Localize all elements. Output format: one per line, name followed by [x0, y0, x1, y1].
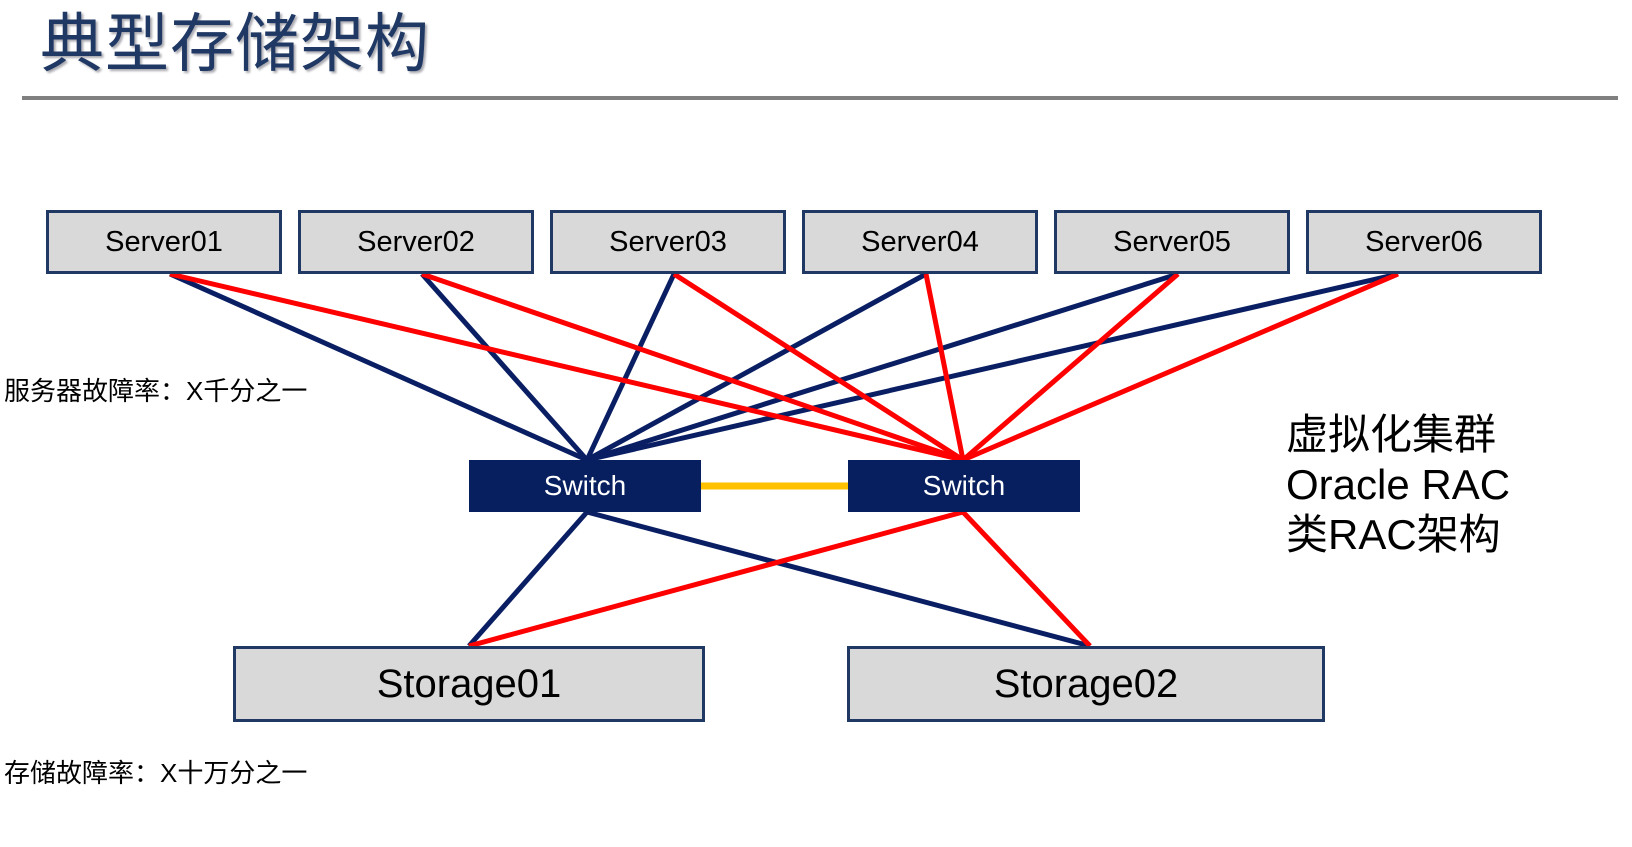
cluster-note-line-3: 类RAC架构 [1286, 511, 1501, 558]
server-node-02[interactable]: Server02 [298, 210, 534, 274]
link-server-to-switch-left [586, 271, 1179, 463]
link-server-to-switch-right [961, 272, 1180, 462]
link-switch-right-to-storage [961, 510, 1092, 648]
title-divider [22, 96, 1618, 100]
server-node-label: Server04 [861, 225, 979, 258]
link-server-to-switch-right [962, 271, 1399, 463]
link-server-to-switch-right [169, 271, 964, 463]
server-node-label: Server01 [105, 225, 223, 258]
link-server-to-switch-left [584, 272, 677, 462]
server-failure-rate-note: 服务器故障率：X千分之一 [4, 376, 308, 406]
server-node-label: Server06 [1365, 225, 1483, 258]
link-server-to-switch-left [586, 271, 1399, 463]
storage-node-01[interactable]: Storage01 [233, 646, 705, 722]
server-node-label: Server02 [357, 225, 475, 258]
link-server-to-switch-left [168, 271, 589, 463]
link-server-to-switch-left [585, 271, 928, 463]
cluster-note-line-1: 虚拟化集群 [1286, 411, 1497, 458]
link-server-to-switch-right [923, 273, 966, 461]
server-node-05[interactable]: Server05 [1054, 210, 1290, 274]
switch-node-label: Switch [543, 470, 627, 501]
link-server-to-switch-right [672, 271, 965, 463]
link-server-to-switch-left [420, 272, 589, 462]
link-switch-right-to-storage [468, 509, 964, 649]
cluster-note-line-2: Oracle RAC [1286, 461, 1511, 508]
link-switch-left-to-storage [586, 509, 1091, 649]
server-node-label: Server03 [609, 225, 727, 258]
switch-node-right[interactable]: Switch [848, 460, 1080, 512]
switch-node-label: Switch [922, 470, 1006, 501]
link-server-to-switch-right [421, 271, 964, 463]
link-switch-left-to-storage [467, 510, 589, 648]
switch-node-left[interactable]: Switch [469, 460, 701, 512]
cluster-note: 虚拟化集群 Oracle RAC 类RAC架构 [1286, 410, 1510, 560]
server-node-label: Server05 [1113, 225, 1231, 258]
storage-node-02[interactable]: Storage02 [847, 646, 1325, 722]
page-title: 典型存储架构 [40, 8, 430, 80]
server-node-01[interactable]: Server01 [46, 210, 282, 274]
storage-node-label: Storage01 [376, 661, 562, 706]
storage-node-label: Storage02 [993, 661, 1179, 706]
server-node-04[interactable]: Server04 [802, 210, 1038, 274]
server-node-03[interactable]: Server03 [550, 210, 786, 274]
server-node-06[interactable]: Server06 [1306, 210, 1542, 274]
storage-failure-rate-note: 存储故障率：X十万分之一 [4, 758, 308, 788]
